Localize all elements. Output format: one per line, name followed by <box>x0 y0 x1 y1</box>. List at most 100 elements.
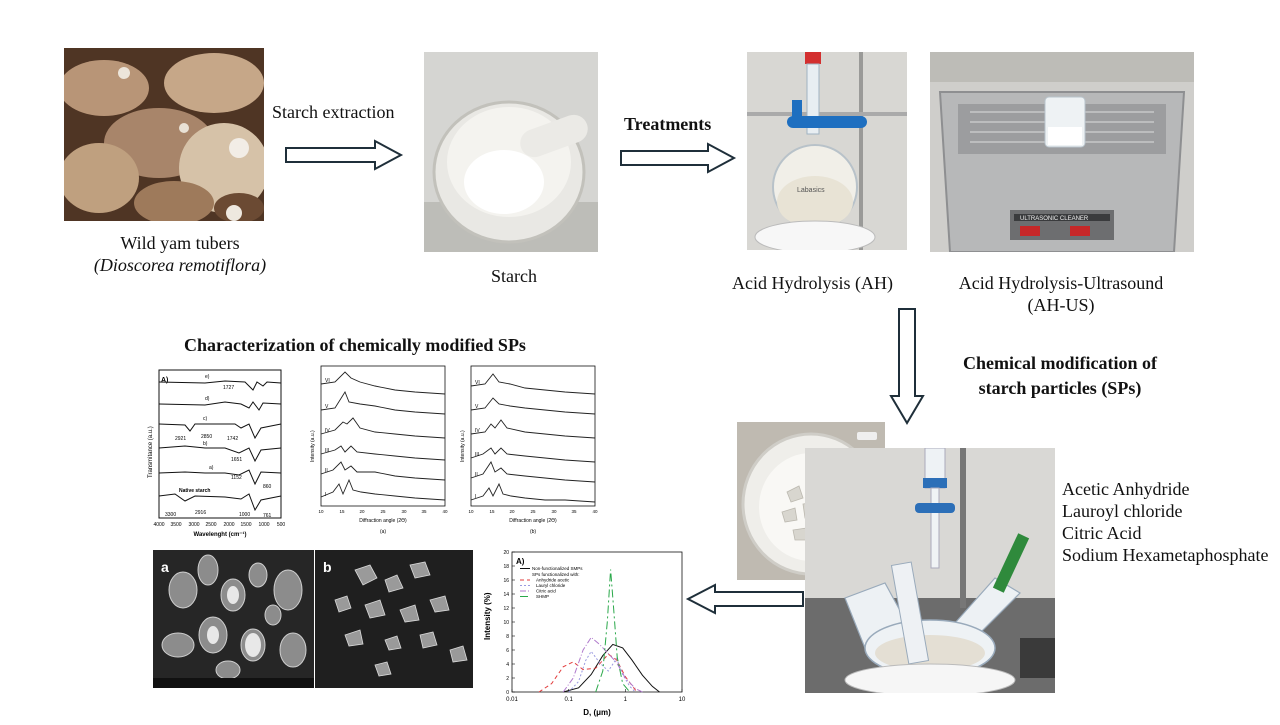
reagents-list: Acetic Anhydride Lauroyl chloride Citric… <box>1062 478 1268 566</box>
acid-hydrolysis-photo: Labasics <box>747 52 907 250</box>
reagent-item: Acetic Anhydride <box>1062 479 1190 499</box>
xrd-a-curve-label: II <box>325 468 328 474</box>
dist-ytick: 2 <box>506 676 509 682</box>
ftir-plot: Transmitance (a.u.) A) e) d) c) b) a) Na… <box>145 368 285 540</box>
flask-brand-text: Labasics <box>797 187 825 194</box>
xrd-b-curve-label: III <box>475 452 479 458</box>
dist-xlabel: D, (μm) <box>583 708 611 717</box>
xrd-b-curve-label: IV <box>475 428 480 434</box>
arrow-extraction <box>285 139 405 171</box>
xrd-b-curve-label: VI <box>475 380 480 386</box>
legend-entry: Anhydride acetic <box>536 578 570 583</box>
legend-title: SPs functionalized with: <box>532 572 580 577</box>
xrd-b-xtick: 15 <box>489 509 495 514</box>
dist-ytick: 0 <box>506 690 509 696</box>
ftir-peak-label: 1727 <box>223 385 234 391</box>
legend-entry: SHMP <box>536 594 549 599</box>
ftir-ylabel: Transmitance (a.u.) <box>148 426 154 478</box>
acid-hydrolysis-label: Acid Hydrolysis (AH) <box>732 273 893 293</box>
ftir-peak-label: 1651 <box>231 457 242 463</box>
xrd-b-curve-label: II <box>475 472 478 478</box>
ftir-xlabel: Wavelenght (cm⁻¹) <box>194 531 247 538</box>
xrd-b-curve-label: I <box>475 494 476 500</box>
xrd-b-panel: (b) <box>530 529 536 535</box>
ftir-peak-label: 761 <box>263 513 272 519</box>
chem-mod-line2: starch particles (SPs) <box>978 378 1142 398</box>
ftir-xtick: 3500 <box>170 522 181 528</box>
yam-name: Wild yam tubers <box>120 233 240 253</box>
dist-xtick: 0.01 <box>506 697 518 703</box>
yam-label: Wild yam tubers (Dioscorea remotiflora) <box>64 232 296 276</box>
ftir-peak-label: 3300 <box>165 512 176 518</box>
dist-ytick: 6 <box>506 648 509 654</box>
dist-ytick: 14 <box>503 592 509 598</box>
ftir-xtick: 2500 <box>205 522 216 528</box>
ftir-peak-label: 2916 <box>195 510 206 516</box>
xrd-b-xlabel: Diffraction angle (2Θ) <box>509 518 557 524</box>
xrd-a-xtick: 10 <box>318 509 324 514</box>
sem-image-b: b <box>315 550 473 688</box>
xrd-a-xlabel: Diffraction angle (2Θ) <box>359 518 407 524</box>
ftir-curve-b: b) <box>203 441 208 447</box>
treatments-label: Treatments <box>624 114 712 134</box>
xrd-a-xtick: 30 <box>401 509 407 514</box>
xrd-b-xtick: 40 <box>592 509 598 514</box>
xrd-plot-b: Intensity (a.u.) VI V IV III II I 10 15 … <box>455 362 600 542</box>
sem-b-label: b <box>323 559 332 575</box>
dist-ytick: 10 <box>503 620 509 626</box>
ftir-curve-c: c) <box>203 416 208 422</box>
arrow-treatments <box>620 142 740 174</box>
xrd-a-xtick: 20 <box>359 509 365 514</box>
ftir-curve-e: e) <box>205 374 210 380</box>
xrd-a-xtick: 40 <box>442 509 448 514</box>
legend-entry: Citric acid <box>536 589 556 594</box>
dist-xtick: 0.1 <box>564 697 573 703</box>
ah-us-label: Acid Hydrolysis-Ultrasound (AH-US) <box>936 272 1186 316</box>
dist-ylabel: Intensity (%) <box>483 592 492 640</box>
xrd-a-curve-label: I <box>325 492 326 498</box>
xrd-b-xtick: 25 <box>530 509 536 514</box>
starch-extraction-label: Starch extraction <box>272 102 395 122</box>
ftir-xtick: 1500 <box>240 522 251 528</box>
ftir-xtick: 4000 <box>153 522 164 528</box>
xrd-a-curve-label: III <box>325 448 329 454</box>
xrd-b-ylabel: Intensity (a.u.) <box>460 430 466 462</box>
ah-us-line1: Acid Hydrolysis-Ultrasound <box>958 273 1164 293</box>
ah-us-line2: (AH-US) <box>1027 295 1095 315</box>
xrd-b-xtick: 35 <box>571 509 577 514</box>
ftir-curve-native: Native starch <box>179 488 210 494</box>
xrd-a-curve-label: V <box>325 404 329 410</box>
dist-ytick: 16 <box>503 578 509 584</box>
dist-ytick: 8 <box>506 634 509 640</box>
size-distribution-svg: Intensity (%) A) D, (μm) SPs functionali… <box>483 550 686 717</box>
dist-series-line <box>538 653 638 693</box>
sem-a-label: a <box>161 559 169 575</box>
ftir-peak-label: 2850 <box>201 434 212 440</box>
ftir-peak-label: 1152 <box>231 475 242 481</box>
xrd-b-xtick: 30 <box>551 509 557 514</box>
xrd-a-curve-label: IV <box>325 428 330 434</box>
characterization-title: Characterization of chemically modified … <box>184 335 526 355</box>
ftir-xtick: 500 <box>277 522 285 528</box>
ftir-curve-d: d) <box>205 396 210 402</box>
reagent-item: Citric Acid <box>1062 523 1142 543</box>
xrd-b-xtick: 20 <box>509 509 515 514</box>
sem-image-a: a <box>153 550 314 688</box>
ftir-xtick: 3000 <box>188 522 199 528</box>
ftir-peak-label: 2921 <box>175 436 186 442</box>
dist-ytick: 4 <box>506 662 509 668</box>
xrd-a-xtick: 15 <box>339 509 345 514</box>
xrd-a-xtick: 25 <box>380 509 386 514</box>
yam-tubers-photo <box>64 48 264 221</box>
legend-entry: Lauryl chloride <box>536 583 566 588</box>
dist-series-line <box>568 650 636 693</box>
yam-species: (Dioscorea remotiflora) <box>93 255 267 275</box>
ftir-peak-label: 1742 <box>227 436 238 442</box>
size-distribution-chart: Intensity (%) A) D, (μm) SPs functionali… <box>482 540 687 720</box>
arrow-down <box>889 308 925 426</box>
reagent-item: Lauroyl chloride <box>1062 501 1183 521</box>
xrd-a-xtick: 35 <box>421 509 427 514</box>
ultrasound-photo: ULTRASONIC CLEANER <box>930 52 1194 252</box>
dist-xtick: 10 <box>679 697 686 703</box>
reaction-setup-photo <box>805 448 1055 693</box>
